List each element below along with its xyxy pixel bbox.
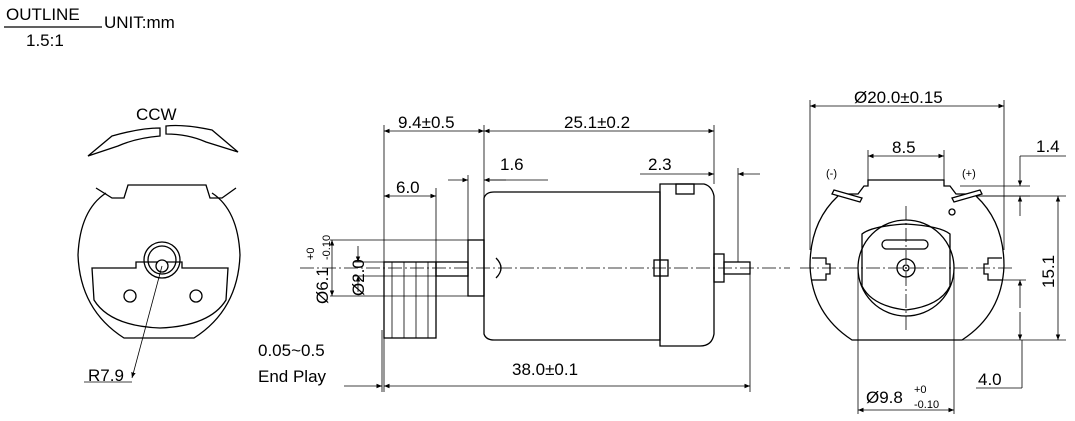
rear-vent-hole xyxy=(948,208,956,216)
dim-dia-6-1: Ø6.1 xyxy=(313,267,332,304)
dim-38-0: 38.0±0.1 xyxy=(512,360,578,379)
dim-25-1: 25.1±0.2 xyxy=(564,113,630,132)
dim-dia-9-8: Ø9.8 xyxy=(866,388,903,407)
rotation-label: CCW xyxy=(136,105,177,124)
dim-2-3: 2.3 xyxy=(648,155,672,174)
rear-shaft-center xyxy=(902,264,910,272)
rear-body-outline xyxy=(809,195,1005,341)
outline-title: OUTLINE xyxy=(6,5,80,24)
radius-leader xyxy=(131,265,163,379)
motor-can xyxy=(483,191,661,341)
rear-bushing xyxy=(653,259,669,277)
radius-label: R7.9 xyxy=(88,366,124,385)
bearing-inner xyxy=(147,245,177,275)
scale-label: 1.5:1 xyxy=(26,31,64,50)
end-play-value: 0.05~0.5 xyxy=(258,341,325,360)
can-notch xyxy=(495,257,502,279)
rear-shaft xyxy=(723,261,751,275)
dim-dia-9-8-tol-upper: +0 xyxy=(914,384,927,396)
dim-dia-9-8-tol-lower: -0.10 xyxy=(914,399,939,411)
dim-1-4: 1.4 xyxy=(1036,137,1060,156)
dim-8-5: 8.5 xyxy=(892,138,916,157)
dim-4-0: 4.0 xyxy=(978,370,1002,389)
eccentric-weight xyxy=(91,261,229,329)
dim-dia-6-1-tol-lower: -0.10 xyxy=(321,235,333,260)
bearing-ring xyxy=(143,241,181,279)
rear-view: (-) (+) Ø20.0±0.15 8.5 1.4 xyxy=(800,88,1066,414)
terminal-minus xyxy=(831,189,863,203)
rear-left-notch xyxy=(812,257,831,281)
dim-1-6: 1.6 xyxy=(500,155,524,174)
unit-label: UNIT:mm xyxy=(104,13,175,32)
title-block: OUTLINE 1.5:1 UNIT:mm xyxy=(4,5,175,50)
rear-top-tab xyxy=(838,179,976,195)
front-view: CCW R7.9 xyxy=(77,105,241,385)
end-cap-terminal xyxy=(675,183,695,195)
dim-dia-20-0: Ø20.0±0.15 xyxy=(854,88,943,107)
front-body-outline xyxy=(77,192,241,339)
rear-boss-inner xyxy=(861,223,951,311)
end-cap xyxy=(659,183,715,347)
ccw-arrow-left xyxy=(87,127,161,157)
ccw-arrow-right xyxy=(165,124,239,153)
rear-slot xyxy=(881,239,929,250)
terminal-plus xyxy=(951,189,983,203)
plus-label: (+) xyxy=(962,168,976,180)
dim-15-1: 15.1 xyxy=(1039,255,1058,288)
dim-9-4: 9.4±0.5 xyxy=(398,113,455,132)
side-shaft xyxy=(435,261,469,277)
end-play-label: End Play xyxy=(258,367,327,386)
weight-hole-left xyxy=(123,289,137,303)
dim-dia-6-1-tol-upper: +0 xyxy=(305,247,317,260)
front-top-tab xyxy=(95,184,237,199)
dim-6-0: 6.0 xyxy=(396,178,420,197)
minus-label: (-) xyxy=(826,168,837,180)
dim-dia-2-0: Ø2.0 xyxy=(349,259,368,296)
rear-right-notch xyxy=(983,257,1002,281)
weight-hole-right xyxy=(189,289,203,303)
side-view: 9.4±0.5 25.1±0.2 1.6 2.3 6.0 Ø6.1 +0 -0.… xyxy=(258,113,790,392)
